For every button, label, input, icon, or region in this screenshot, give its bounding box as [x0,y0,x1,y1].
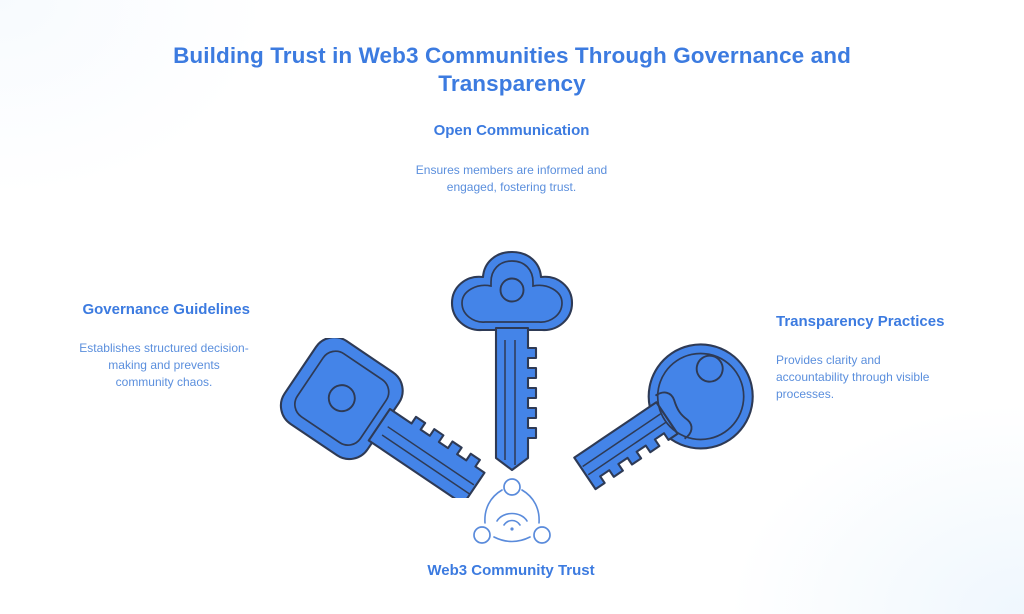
key-square-bow-icon [262,336,492,506]
node-governance-guidelines: Governance Guidelines Establishes struct… [78,299,250,390]
community-network-icon [473,478,551,561]
node-open-communication: Open Communication Ensures members are i… [413,120,610,196]
key-round-bow-icon [548,338,778,503]
node-top-body: Ensures members are informed and engaged… [415,163,608,194]
node-transparency-practices: Transparency Practices Provides clarity … [776,311,956,402]
key-trefoil-icon [443,246,581,481]
node-right-heading: Transparency Practices [776,313,945,330]
node-left-body: Establishes structured decision-making a… [79,341,249,389]
node-top-heading: Open Communication [433,122,590,139]
node-bottom-heading: Web3 Community Trust [427,562,595,579]
node-left-heading: Governance Guidelines [82,301,250,318]
node-right-body: Provides clarity and accountability thro… [776,353,930,401]
node-web3-community-trust: Web3 Community Trust [412,560,610,582]
page-title: Building Trust in Web3 Communities Throu… [173,43,851,96]
